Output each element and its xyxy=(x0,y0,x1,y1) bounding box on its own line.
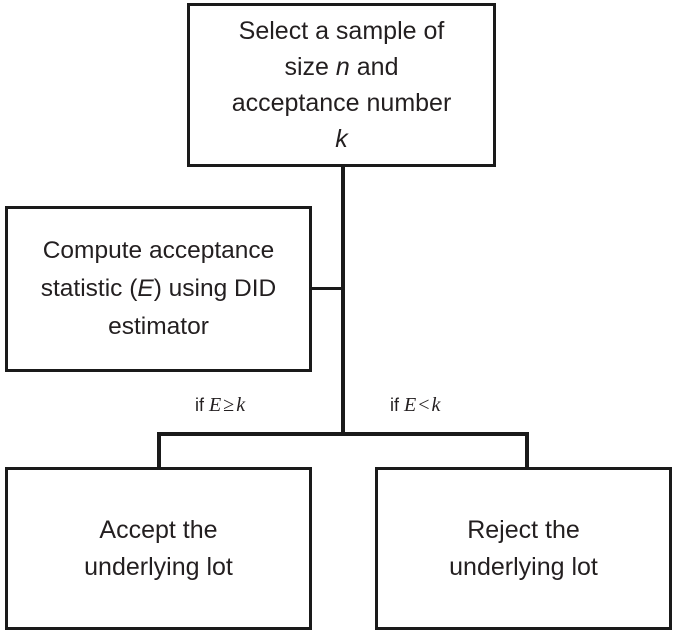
compute-line-2-suffix: ) using DID xyxy=(153,275,277,302)
branch-keyword-if-reject: if xyxy=(390,395,399,415)
branch-rhs-reject: k xyxy=(431,394,441,416)
connector-trunk-vertical xyxy=(341,164,345,436)
select-sample-line-2-prefix: size xyxy=(284,53,336,81)
branch-lhs-reject: E xyxy=(404,394,417,416)
branch-keyword-if-accept: if xyxy=(195,395,204,415)
select-sample-text: Select a sample of size n and acceptance… xyxy=(190,13,493,157)
connector-compute-to-trunk xyxy=(309,287,344,290)
accept-lot-text: Accept the underlying lot xyxy=(8,512,309,586)
accept-line-1: Accept the xyxy=(99,515,218,544)
select-sample-box: Select a sample of size n and acceptance… xyxy=(187,3,496,167)
select-sample-line-2-suffix: and xyxy=(349,53,399,81)
accept-lot-box: Accept the underlying lot xyxy=(5,467,312,630)
branch-lhs-accept: E xyxy=(209,394,222,416)
compute-line-1: Compute acceptance xyxy=(42,237,275,264)
branch-operator-accept: ≥ xyxy=(223,394,235,416)
variable-e: E xyxy=(137,275,154,302)
reject-lot-box: Reject the underlying lot xyxy=(375,467,672,630)
variable-n: n xyxy=(335,53,350,81)
reject-line-1: Reject the xyxy=(467,515,580,544)
branch-rhs-accept: k xyxy=(236,394,246,416)
compute-line-2-prefix: statistic ( xyxy=(40,275,138,302)
select-sample-line-3: acceptance number xyxy=(231,89,452,117)
select-sample-line-1: Select a sample of xyxy=(238,17,445,45)
compute-statistic-box: Compute acceptance statistic (E) using D… xyxy=(5,206,312,372)
branch-operator-reject: < xyxy=(418,394,430,416)
reject-line-2: underlying lot xyxy=(449,552,598,581)
connector-drop-reject xyxy=(525,432,529,470)
connector-split-horizontal xyxy=(157,432,529,436)
branch-label-reject: if E<k xyxy=(390,394,440,417)
compute-statistic-text: Compute acceptance statistic (E) using D… xyxy=(8,232,309,346)
branch-label-accept: if E≥k xyxy=(195,394,245,417)
connector-drop-accept xyxy=(157,432,161,470)
variable-k: k xyxy=(335,125,348,153)
accept-line-2: underlying lot xyxy=(84,552,233,581)
reject-lot-text: Reject the underlying lot xyxy=(378,512,669,586)
compute-line-3: estimator xyxy=(108,313,209,340)
